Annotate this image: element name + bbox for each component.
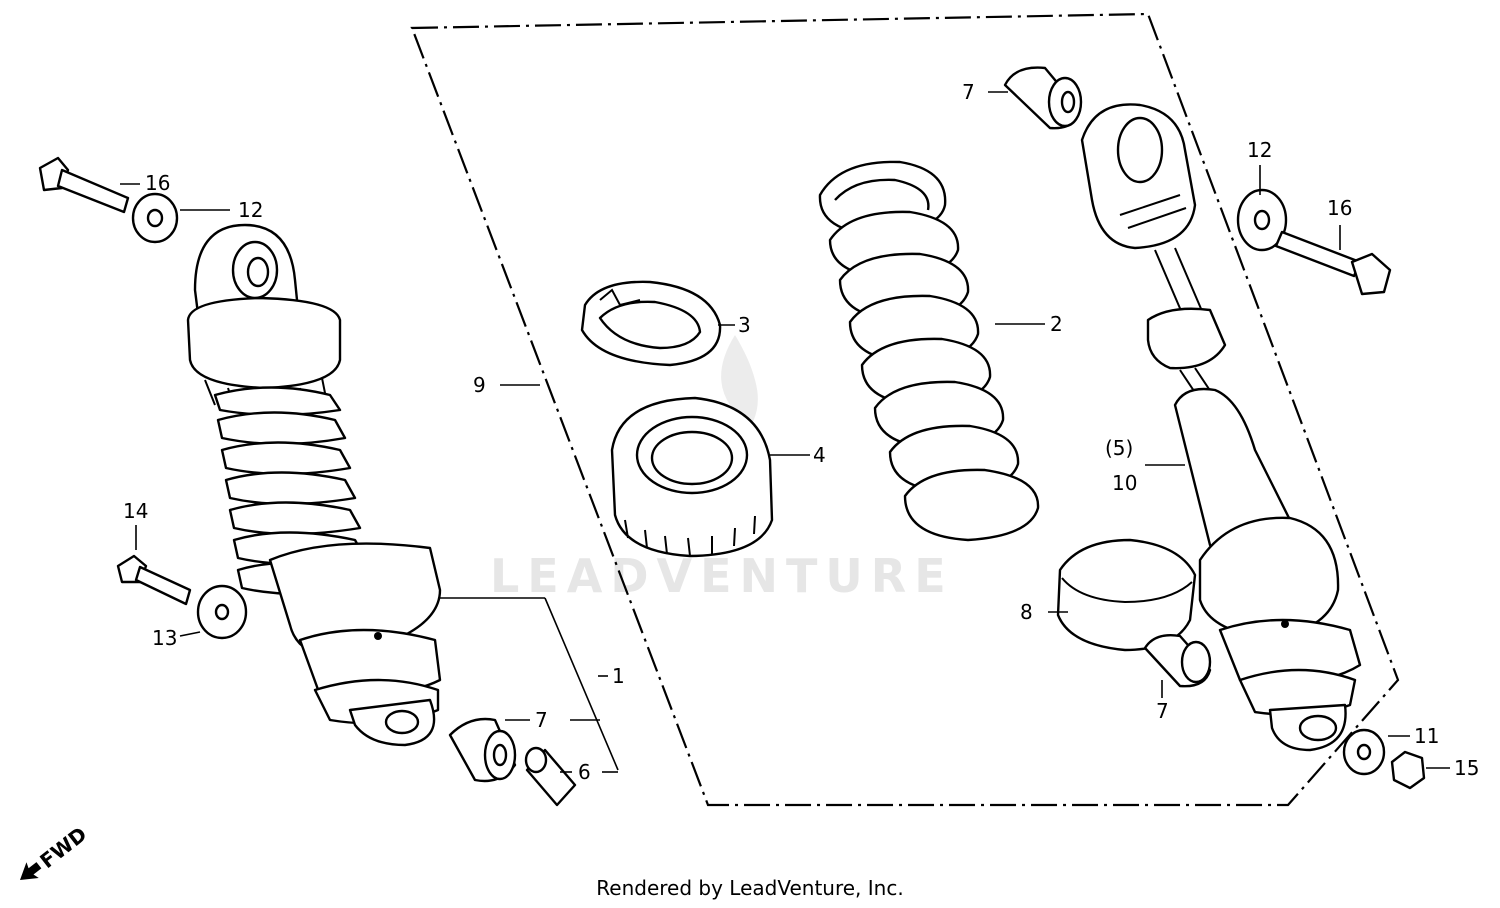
callout-7-bottom-right: 7: [1156, 699, 1169, 723]
washer-11: [1342, 728, 1386, 776]
callout-10: 10: [1112, 471, 1137, 495]
callout-8: 8: [1020, 600, 1033, 624]
bushing-7-bottom-right: [1143, 634, 1212, 688]
washer-13: [196, 584, 248, 640]
callout-7-lower-left: 7: [535, 708, 548, 732]
spring-2: [818, 160, 1040, 542]
callout-5-parenthetical: (5): [1105, 436, 1133, 460]
footer-credit: Rendered by LeadVenture, Inc.: [596, 876, 904, 900]
callout-12-right: 12: [1247, 138, 1272, 162]
leader-lines: [120, 91, 1450, 773]
callout-7-top: 7: [962, 80, 975, 104]
bushing-7-lower-left: [448, 717, 517, 783]
callout-16-left: 16: [145, 171, 170, 195]
washer-12-right: [1236, 188, 1288, 252]
callout-3: 3: [738, 313, 751, 337]
assembly-boundary: [410, 12, 1400, 807]
svg-text:LEADVENTURE: LEADVENTURE: [490, 549, 954, 603]
collar-6: [524, 746, 577, 807]
callout-15: 15: [1454, 756, 1479, 780]
spring-adjuster-4: [610, 396, 774, 558]
callout-16-right: 16: [1327, 196, 1352, 220]
nut-15: [1390, 750, 1426, 790]
bolt-16-right: [1274, 230, 1392, 296]
callout-11: 11: [1414, 724, 1439, 748]
damper-10: [1080, 103, 1362, 752]
band-8: [1056, 538, 1197, 652]
washer-12-left: [131, 192, 179, 244]
fwd-label: FWD: [35, 822, 91, 873]
bolt-16-left: [38, 156, 130, 214]
spring-seat-stopper-3: [580, 280, 722, 367]
callout-6: 6: [578, 760, 591, 784]
callout-1: 1: [612, 664, 625, 688]
callout-12-left: 12: [238, 198, 263, 222]
forward-arrow-icon: [20, 862, 42, 880]
callout-14: 14: [123, 499, 148, 523]
bolt-14: [116, 554, 192, 606]
bushing-7-top: [1003, 66, 1083, 130]
left-shock-absorber: [186, 223, 442, 747]
callout-labels: 16 12 1 7 6 9 3 4 2 7 (5) 10 8 7 12 16 1…: [123, 80, 1479, 784]
callout-9: 9: [473, 373, 486, 397]
callout-2: 2: [1050, 312, 1063, 336]
callout-13: 13: [152, 626, 177, 650]
callout-4: 4: [813, 443, 826, 467]
watermark: LEADVENTURE: [490, 335, 954, 603]
